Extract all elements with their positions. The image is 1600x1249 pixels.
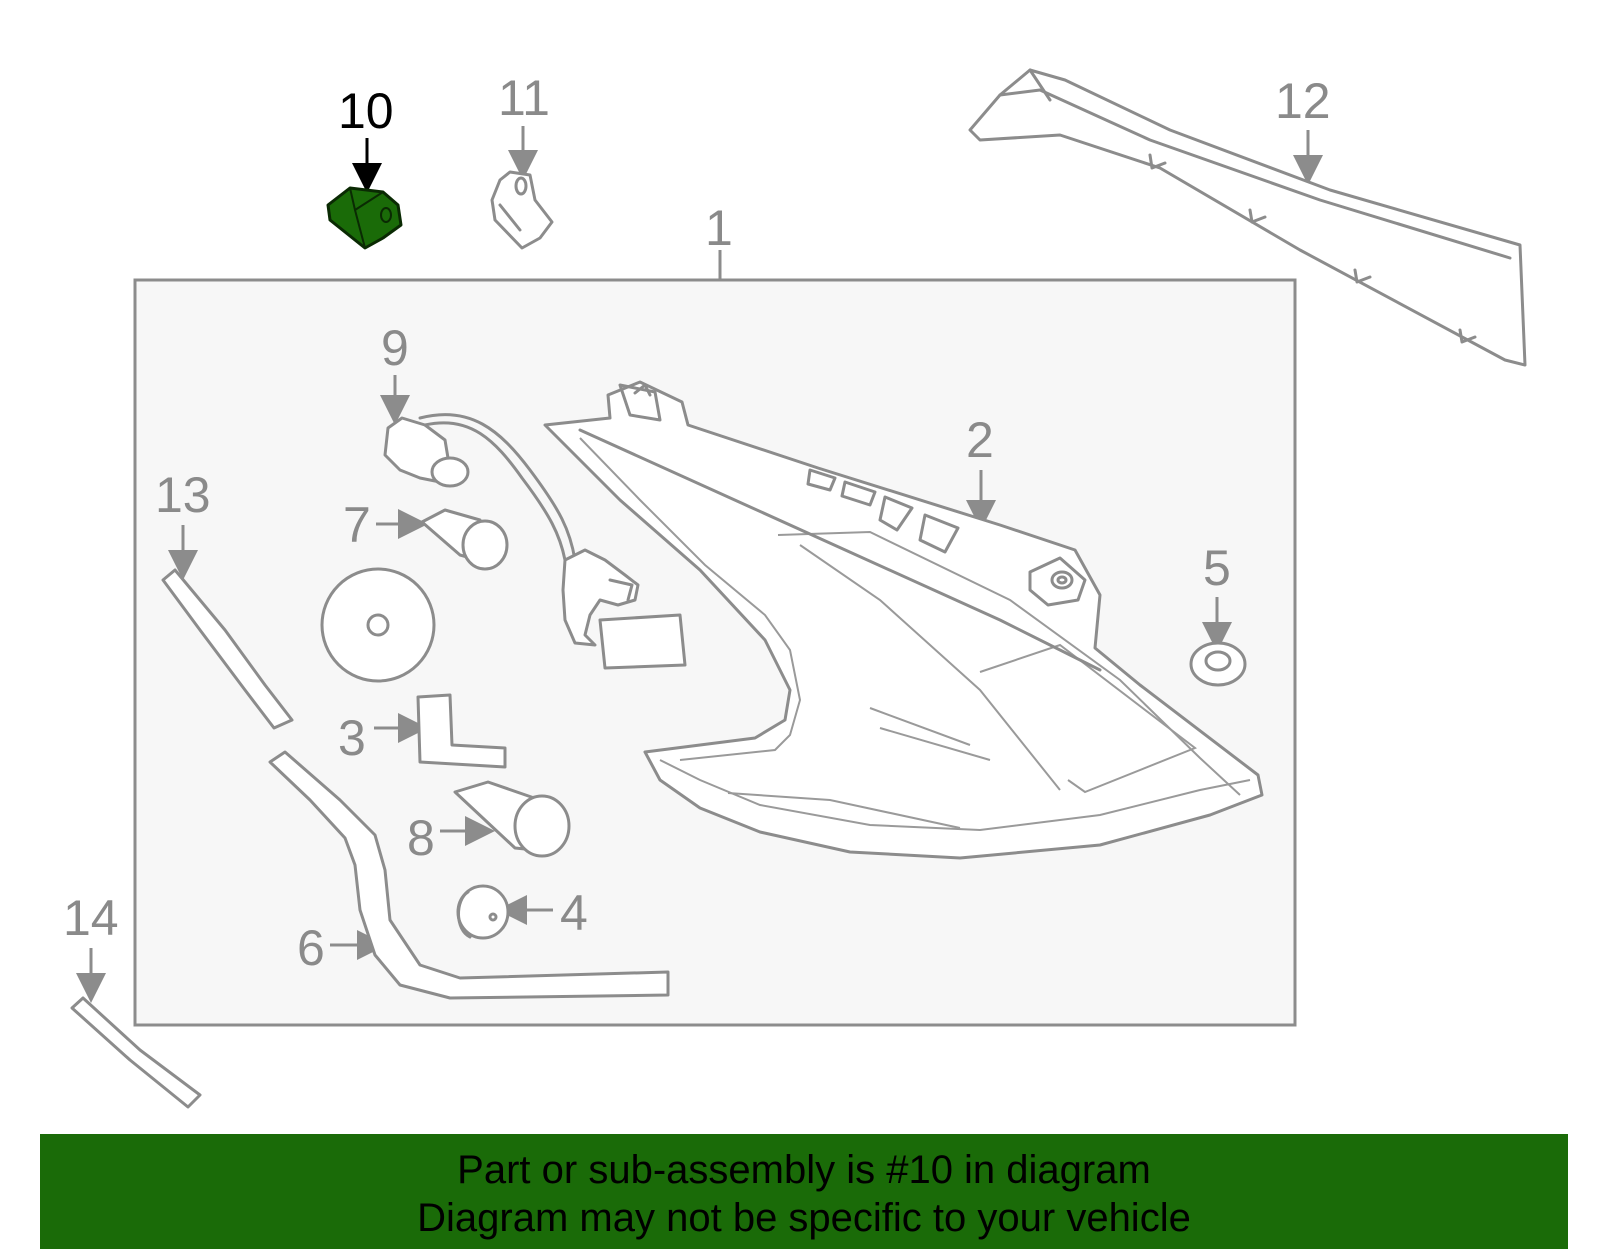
part-9-socket-harness[interactable] <box>383 413 687 670</box>
callout-14: 14 <box>63 890 119 946</box>
part-4-grommet[interactable] <box>456 884 510 940</box>
part-13-seal-strip[interactable] <box>161 568 294 730</box>
callout-5: 5 <box>1203 540 1231 596</box>
assembly-box <box>133 278 1297 1027</box>
callout-1: 1 <box>705 200 733 256</box>
callout-8: 8 <box>407 810 435 866</box>
callout-9: 9 <box>381 320 409 376</box>
banner-line-1: Part or sub-assembly is #10 in diagram <box>457 1148 1151 1192</box>
callout-3: 3 <box>338 710 366 766</box>
banner-line-2: Diagram may not be specific to your vehi… <box>417 1196 1191 1240</box>
part-3-bracket[interactable] <box>416 693 507 769</box>
parts-diagram: 1 10 11 12 13 14 9 <box>63 68 1527 1109</box>
callout-7: 7 <box>343 497 371 553</box>
callout-2: 2 <box>966 412 994 468</box>
part-2-lamp-housing[interactable] <box>543 380 1264 860</box>
callout-4: 4 <box>560 885 588 941</box>
callout-10: 10 <box>338 83 394 139</box>
part-12-trim-panel[interactable] <box>968 68 1527 367</box>
round-pad <box>320 567 436 683</box>
callout-6: 6 <box>297 920 325 976</box>
part-6-gasket-strip[interactable] <box>268 750 670 1000</box>
callout-12: 12 <box>1275 73 1331 129</box>
part-10-clip-highlighted[interactable] <box>326 186 403 250</box>
info-banner: Part or sub-assembly is #10 in diagram D… <box>40 1134 1568 1249</box>
callout-13: 13 <box>155 467 211 523</box>
part-5-grommet[interactable] <box>1189 641 1247 687</box>
part-14-seal-strip[interactable] <box>70 996 202 1109</box>
part-8-bulb[interactable] <box>453 780 571 858</box>
part-7-bulb[interactable] <box>420 508 509 571</box>
part-11-bracket[interactable] <box>490 170 554 250</box>
callout-11: 11 <box>498 70 550 126</box>
